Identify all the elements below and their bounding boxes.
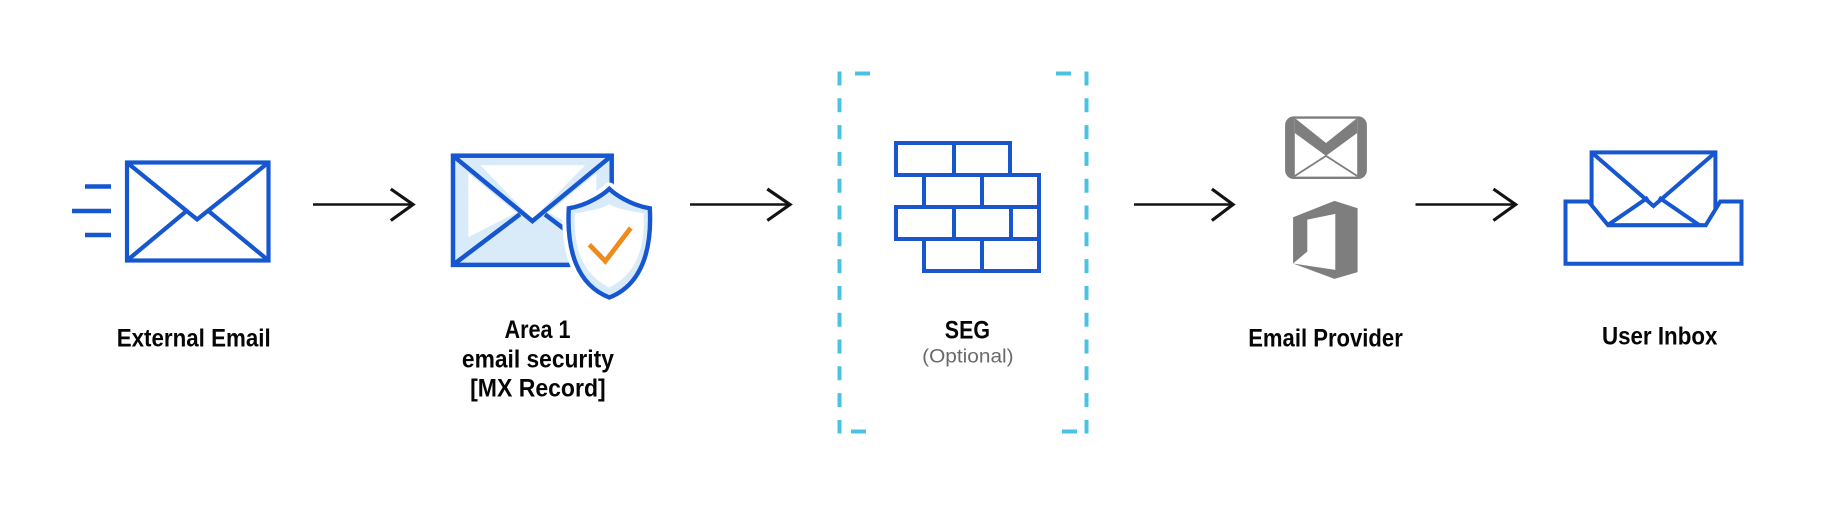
svg-text:Area 1: Area 1 (505, 316, 571, 344)
svg-text:[MX Record]: [MX Record] (470, 375, 606, 403)
svg-text:email security: email security (462, 345, 614, 373)
svg-text:(Optional): (Optional) (922, 346, 1013, 367)
svg-text:Email Provider: Email Provider (1248, 324, 1403, 352)
svg-text:SEG: SEG (945, 317, 990, 345)
svg-text:External Email: External Email (117, 324, 271, 352)
svg-text:User Inbox: User Inbox (1602, 322, 1718, 350)
